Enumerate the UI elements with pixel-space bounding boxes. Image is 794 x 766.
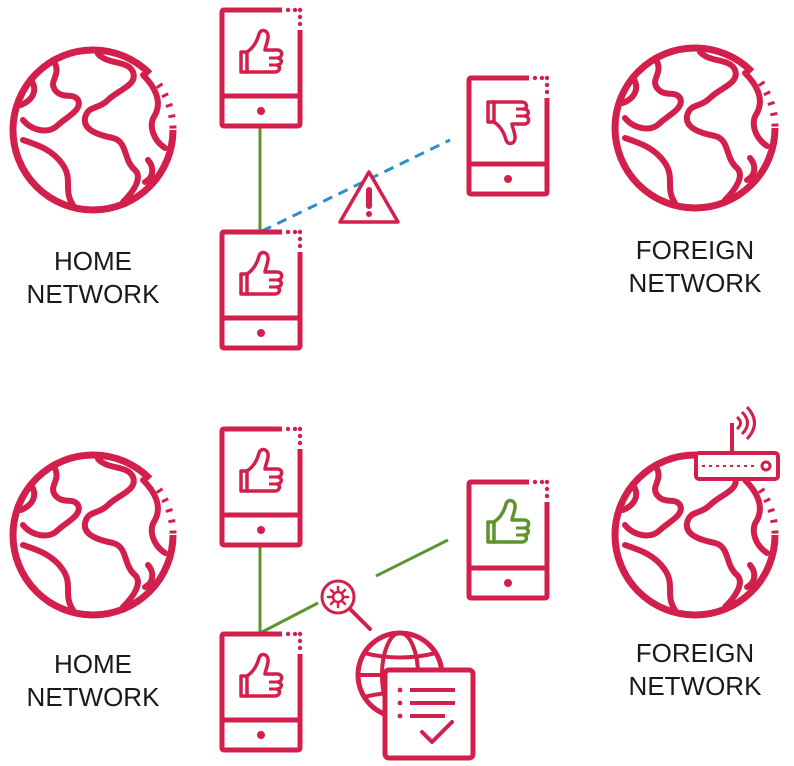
bottom-foreign-phone-thumbs-up-icon — [469, 480, 549, 598]
top-home-phone-thumbs-up-icon — [222, 230, 302, 348]
top-broken-link-line — [261, 138, 451, 233]
bottom-home-network-label: HOME NETWORK — [0, 648, 188, 714]
top-phone-thumbs-down-icon — [469, 76, 549, 194]
bottom-home-globe-icon — [13, 455, 173, 615]
bottom-foreign-network-label: FOREIGN NETWORK — [600, 637, 790, 703]
bottom-home-label-line2: NETWORK — [26, 682, 160, 712]
bottom-home-phone-thumbs-up-icon — [222, 632, 302, 750]
web-checklist-icon — [355, 630, 476, 761]
top-home-globe-icon — [13, 50, 173, 210]
top-foreign-label-line2: NETWORK — [628, 268, 762, 298]
top-home-label-line2: NETWORK — [26, 279, 160, 309]
router-icon — [694, 405, 780, 481]
bottom-foreign-label-line1: FOREIGN — [635, 638, 755, 668]
top-foreign-network-label: FOREIGN NETWORK — [600, 234, 790, 300]
top-phone-thumbs-up-icon — [222, 8, 302, 126]
top-foreign-globe-icon — [615, 48, 775, 208]
top-home-label-line1: HOME — [54, 246, 132, 276]
top-home-network-label: HOME NETWORK — [0, 245, 188, 311]
bottom-proxy-link-line-b — [375, 538, 449, 578]
warning-icon — [338, 170, 400, 224]
bottom-phone-thumbs-up-icon — [222, 427, 302, 545]
bottom-foreign-label-line2: NETWORK — [628, 671, 762, 701]
bottom-proxy-link-line-a — [261, 601, 319, 634]
bottom-home-label-line1: HOME — [54, 649, 132, 679]
top-foreign-label-line1: FOREIGN — [635, 235, 755, 265]
gear-search-icon — [320, 579, 372, 631]
